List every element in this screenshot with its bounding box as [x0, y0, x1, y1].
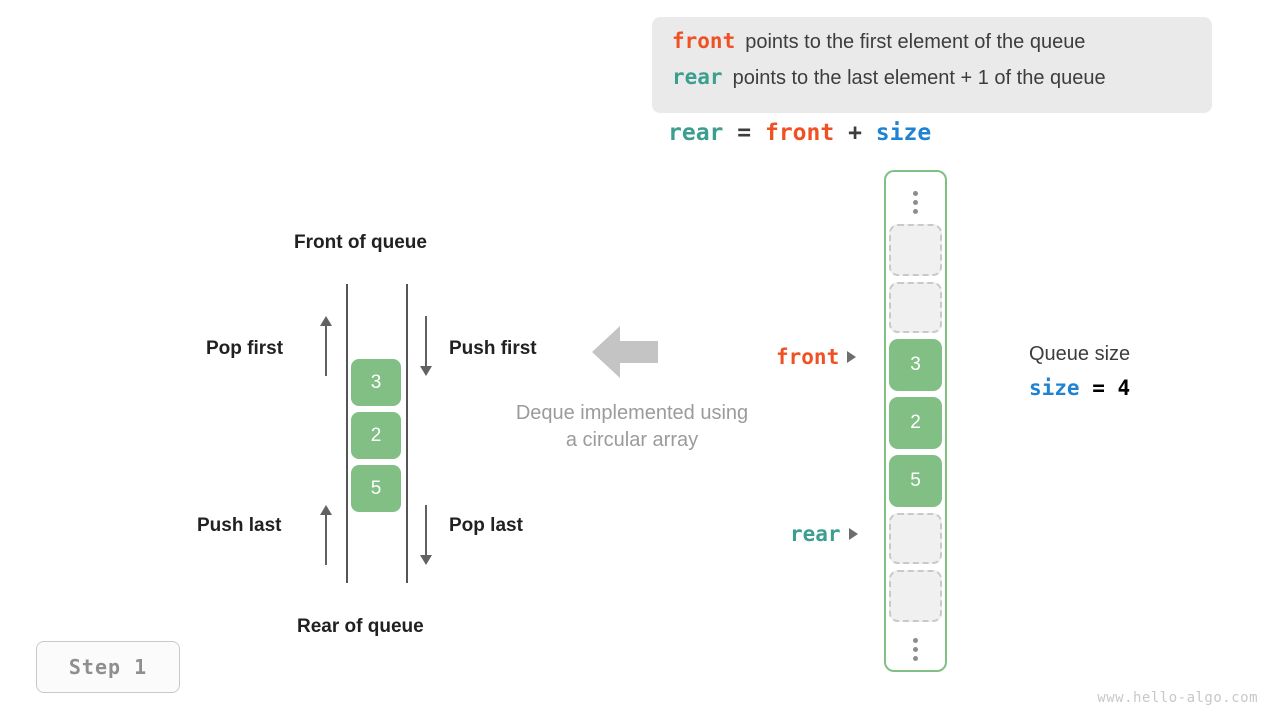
step-badge: Step 1: [36, 641, 180, 693]
front-pointer: front: [776, 345, 857, 369]
queue-size-equals: =: [1092, 376, 1105, 400]
push-last-label: Push last: [197, 515, 282, 536]
formula-rear-equals-front-plus-size: rear = front + size: [668, 120, 931, 146]
rear-of-queue-label: Rear of queue: [297, 616, 424, 637]
array-bottom-ellipsis-icon: [913, 628, 918, 670]
rear-pointer: rear: [790, 522, 858, 546]
front-of-queue-label: Front of queue: [294, 232, 427, 253]
array-cell: [889, 223, 942, 276]
circular-array-container: 3 2 5: [884, 170, 947, 672]
legend-box: front points to the first element of the…: [652, 17, 1212, 113]
queue-size-var: size: [1029, 376, 1080, 400]
formula-rear: rear: [668, 120, 724, 146]
deque-cell-stack: 3 2 5: [351, 359, 401, 518]
front-pointer-label: front: [776, 345, 840, 369]
pop-last-arrow-icon: [419, 505, 433, 565]
deque-cell: 5: [351, 465, 401, 512]
rear-pointer-label: rear: [790, 522, 841, 546]
watermark: www.hello-algo.com: [1097, 690, 1258, 706]
formula-front: front: [764, 120, 835, 146]
legend-text-front: points to the first element of the queue: [745, 31, 1086, 53]
legend-line-rear: rear points to the last element + 1 of t…: [672, 65, 1192, 101]
push-first-label: Push first: [449, 338, 537, 359]
pop-first-arrow-icon: [319, 316, 333, 376]
array-cell: [889, 570, 942, 623]
pop-first-label: Pop first: [206, 338, 284, 359]
deque-cell: 2: [351, 412, 401, 459]
push-first-arrow-icon: [419, 316, 433, 376]
pointer-caret-icon: [847, 351, 857, 363]
array-top-ellipsis-icon: [913, 182, 918, 224]
caption-line-2: a circular array: [565, 429, 699, 451]
array-cell: [889, 512, 942, 565]
diagram-caption: Deque implemented using a circular array: [452, 400, 812, 454]
queue-size-number: 4: [1117, 376, 1131, 400]
formula-equals: =: [737, 120, 752, 146]
legend-text-rear: points to the last element + 1 of the qu…: [732, 67, 1106, 89]
caption-line-1: Deque implemented using: [515, 402, 749, 424]
pointer-caret-icon: [848, 528, 858, 540]
legend-keyword-rear: rear: [672, 65, 723, 89]
array-cell: [889, 281, 942, 334]
deque-rail-right: [406, 284, 408, 583]
array-cell: 3: [889, 339, 942, 392]
formula-size: size: [875, 120, 932, 146]
deque-rail-left: [346, 284, 348, 583]
array-cell: 2: [889, 397, 942, 449]
deque-cell: 3: [351, 359, 401, 406]
queue-size-expression: size = 4: [1029, 376, 1130, 400]
pop-last-label: Pop last: [449, 515, 523, 536]
left-arrow-icon: [592, 326, 658, 378]
array-cell: 5: [889, 454, 942, 507]
push-last-arrow-icon: [319, 505, 333, 565]
queue-size-block: Queue size size = 4: [1029, 343, 1130, 400]
legend-keyword-front: front: [672, 29, 736, 53]
formula-plus: +: [848, 120, 862, 146]
legend-line-front: front points to the first element of the…: [672, 29, 1192, 65]
queue-size-title: Queue size: [1029, 343, 1131, 365]
